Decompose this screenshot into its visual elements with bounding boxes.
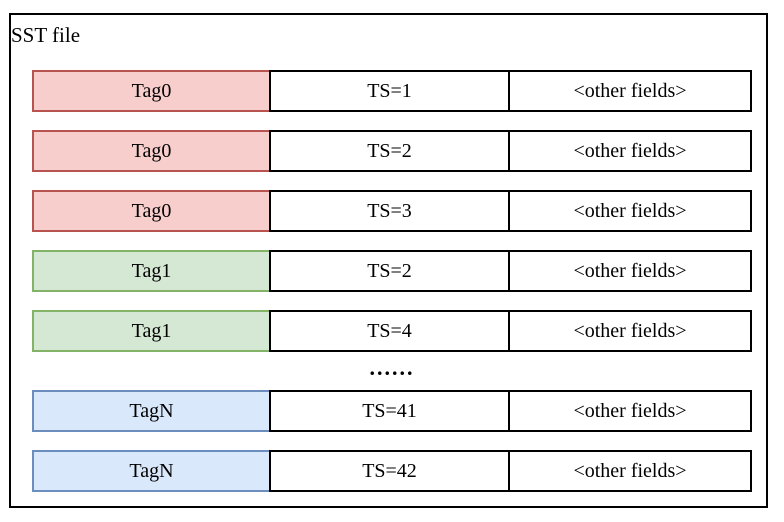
tag-cell: Tag1	[32, 250, 269, 292]
timestamp-cell: TS=42	[269, 450, 510, 492]
diagram-title: SST file	[11, 23, 81, 47]
record-row-7: TagN TS=42 <other fields>	[32, 450, 752, 492]
other-fields-cell: <other fields>	[510, 130, 752, 172]
record-row-3: Tag0 TS=3 <other fields>	[32, 190, 752, 232]
other-fields-cell: <other fields>	[510, 390, 752, 432]
timestamp-cell: TS=41	[269, 390, 510, 432]
tag-cell: Tag1	[32, 310, 269, 352]
other-fields-cell: <other fields>	[510, 310, 752, 352]
ellipsis-label: ......	[369, 355, 415, 380]
other-fields-cell: <other fields>	[510, 450, 752, 492]
other-fields-cell: <other fields>	[510, 250, 752, 292]
timestamp-cell: TS=1	[269, 70, 510, 112]
timestamp-cell: TS=3	[269, 190, 510, 232]
other-fields-cell: <other fields>	[510, 70, 752, 112]
record-row-1: Tag0 TS=1 <other fields>	[32, 70, 752, 112]
record-row-5: Tag1 TS=4 <other fields>	[32, 310, 752, 352]
record-row-4: Tag1 TS=2 <other fields>	[32, 250, 752, 292]
tag-cell: Tag0	[32, 130, 269, 172]
tag-cell: TagN	[32, 390, 269, 432]
record-row-6: TagN TS=41 <other fields>	[32, 390, 752, 432]
tag-cell: Tag0	[32, 70, 269, 112]
timestamp-cell: TS=4	[269, 310, 510, 352]
other-fields-cell: <other fields>	[510, 190, 752, 232]
timestamp-cell: TS=2	[269, 130, 510, 172]
timestamp-cell: TS=2	[269, 250, 510, 292]
tag-cell: Tag0	[32, 190, 269, 232]
record-row-2: Tag0 TS=2 <other fields>	[32, 130, 752, 172]
tag-cell: TagN	[32, 450, 269, 492]
